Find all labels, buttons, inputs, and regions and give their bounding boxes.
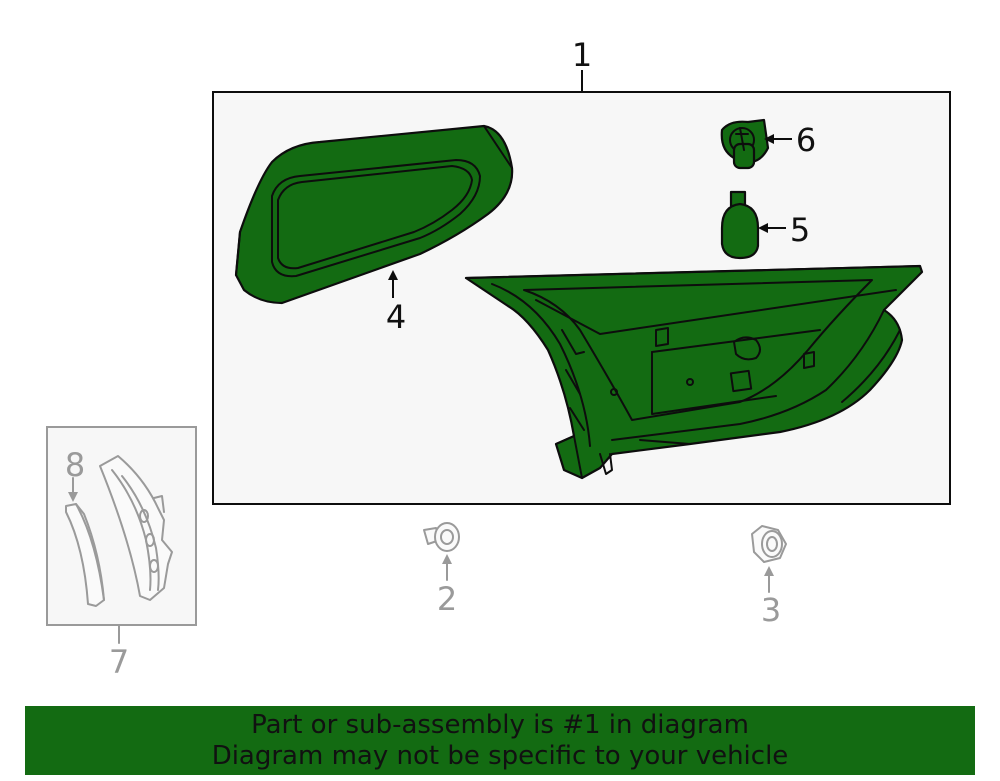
- callout-8-arrow: [68, 492, 78, 502]
- callout-4[interactable]: 4: [386, 298, 406, 336]
- banner-line-1: Part or sub-assembly is #1 in diagram: [251, 709, 749, 740]
- part-3-nut[interactable]: [751, 525, 787, 563]
- info-banner: Part or sub-assembly is #1 in diagram Di…: [25, 706, 975, 775]
- callout-8[interactable]: 8: [65, 446, 85, 484]
- callout-2[interactable]: 2: [437, 580, 457, 618]
- part-8-trim[interactable]: [65, 503, 105, 607]
- callout-2-arrow: [442, 554, 452, 564]
- callout-6-arrow: [764, 134, 774, 144]
- callout-5[interactable]: 5: [790, 211, 810, 249]
- side-marker-lamp[interactable]: [99, 455, 173, 601]
- callout-3-arrow: [764, 566, 774, 576]
- part-5-bulb[interactable]: [720, 190, 760, 260]
- callout-5-arrow: [758, 223, 768, 233]
- tail-lamp-housing[interactable]: [464, 264, 924, 480]
- callout-1[interactable]: 1: [572, 36, 592, 74]
- part-4-gasket[interactable]: [234, 124, 514, 305]
- part-6-socket[interactable]: [720, 118, 770, 170]
- part-2-clip[interactable]: [423, 522, 460, 552]
- callout-7[interactable]: 7: [109, 643, 129, 681]
- callout-4-arrow: [388, 270, 398, 280]
- callout-6[interactable]: 6: [796, 121, 816, 159]
- callout-3[interactable]: 3: [761, 591, 781, 629]
- banner-line-2: Diagram may not be specific to your vehi…: [211, 740, 789, 771]
